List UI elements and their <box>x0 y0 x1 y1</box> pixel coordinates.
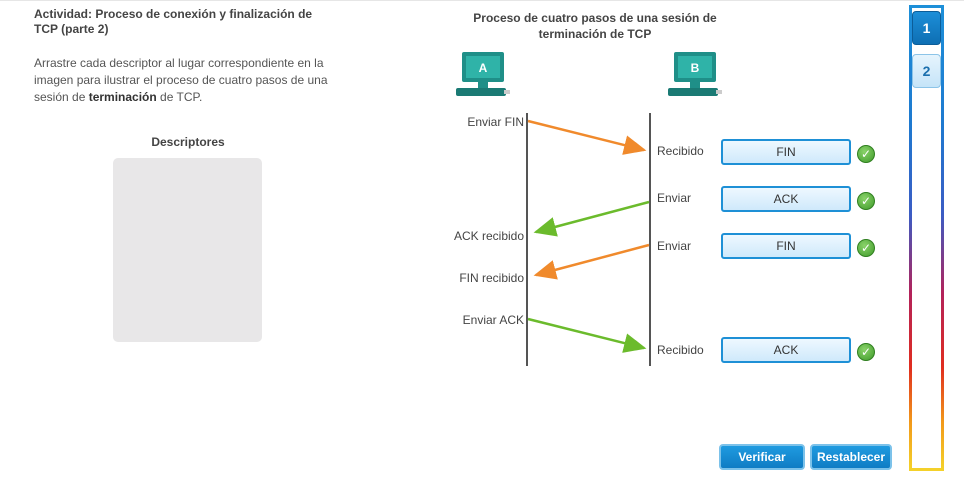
label-recibido-1: Recibido <box>657 144 704 158</box>
reset-button[interactable]: Restablecer <box>810 444 892 470</box>
arrow-ack-b-to-a <box>533 200 650 237</box>
descriptor-slot-2[interactable]: ACK <box>721 186 851 212</box>
instructions-text: Arrastre cada descriptor al lugar corres… <box>34 56 328 104</box>
instructions: Arrastre cada descriptor al lugar corres… <box>34 55 334 106</box>
label-enviar-1: Enviar <box>657 191 692 205</box>
arrow-fin-b-to-a <box>533 243 650 280</box>
verify-button[interactable]: Verificar <box>719 444 805 470</box>
label-enviar-2: Enviar <box>657 239 692 253</box>
descriptor-slot-1[interactable]: FIN <box>721 139 851 165</box>
check-icon: ✓ <box>857 145 875 163</box>
instructions-text-end: de TCP. <box>156 90 203 104</box>
descriptor-slot-3[interactable]: FIN <box>721 233 851 259</box>
descriptor-slot-4[interactable]: ACK <box>721 337 851 363</box>
label-enviar-ack: Enviar ACK <box>462 313 524 327</box>
descriptors-drop-area[interactable] <box>113 158 262 342</box>
host-b-label: B <box>691 61 700 75</box>
label-fin-recibido: FIN recibido <box>459 271 524 285</box>
check-icon: ✓ <box>857 192 875 210</box>
host-a-label: A <box>479 61 488 75</box>
label-ack-recibido: ACK recibido <box>453 229 524 243</box>
check-icon: ✓ <box>857 239 875 257</box>
instructions-bold-term: terminación <box>88 90 157 104</box>
label-enviar-fin: Enviar FIN <box>467 115 524 129</box>
computer-b-icon: B <box>668 52 722 96</box>
top-divider <box>0 0 964 1</box>
computer-a-icon: A <box>456 52 510 96</box>
activity-title: Actividad: Proceso de conexión y finaliz… <box>34 7 313 36</box>
label-recibido-2: Recibido <box>657 343 704 357</box>
diagram-title: Proceso de cuatro pasos de una sesión de… <box>473 11 717 41</box>
page-1-button[interactable]: 1 <box>912 11 941 45</box>
descriptors-label: Descriptores <box>151 135 225 149</box>
page-2-button[interactable]: 2 <box>912 54 941 88</box>
arrow-fin-a-to-b <box>527 119 647 155</box>
arrow-ack-a-to-b <box>527 317 647 353</box>
check-icon: ✓ <box>857 343 875 361</box>
